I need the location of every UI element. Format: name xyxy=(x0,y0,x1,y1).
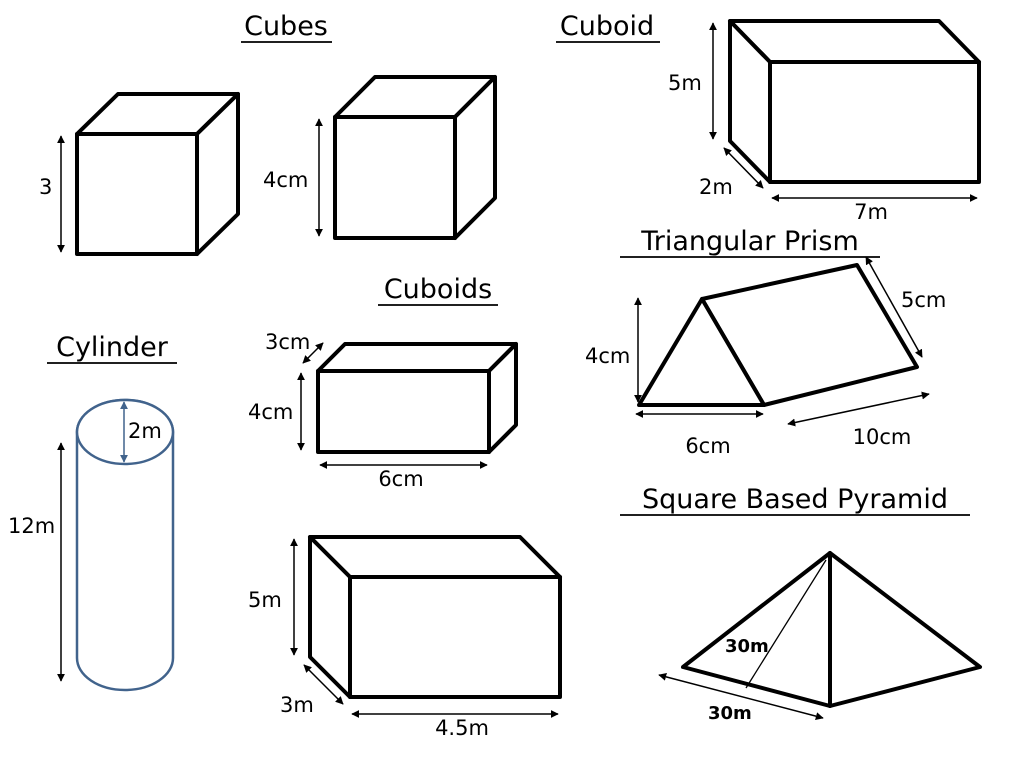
cuboid-top xyxy=(728,19,981,184)
square-pyramid xyxy=(681,551,982,708)
cylinder-height-label: 12m xyxy=(8,514,55,538)
cube-small-side-label: 3 xyxy=(39,175,52,199)
heading-cylinder: Cylinder xyxy=(47,332,177,364)
cylinder-radius-label: 2m xyxy=(128,419,162,443)
cuboid-top-depth-arrow xyxy=(723,147,764,189)
svg-text:Triangular Prism: Triangular Prism xyxy=(640,226,859,257)
svg-text:Square Based Pyramid: Square Based Pyramid xyxy=(642,484,948,515)
cuboid-top-depth-label: 2m xyxy=(699,175,733,199)
cuboid-top-height-label: 5m xyxy=(668,71,702,95)
cuboid-mid-depth-arrow xyxy=(302,342,324,364)
cuboid-low-height-label: 5m xyxy=(248,588,282,612)
triangular-prism xyxy=(637,263,919,407)
svg-text:Cubes: Cubes xyxy=(244,11,328,42)
prism-slant-arrow xyxy=(865,256,923,358)
heading-triangular-prism: Triangular Prism xyxy=(620,226,880,258)
cuboid-low-depth-label: 3m xyxy=(280,693,314,717)
heading-cuboid: Cuboid xyxy=(556,11,660,43)
cuboid-mid-depth-label: 3cm xyxy=(265,330,310,354)
cuboid-mid xyxy=(316,342,518,454)
cube-large xyxy=(333,75,497,240)
pyramid-base-label: 30m xyxy=(708,703,752,724)
prism-base-label: 6cm xyxy=(685,434,730,458)
pyramid-base-arrow xyxy=(658,672,824,721)
heading-square-based-pyramid: Square Based Pyramid xyxy=(620,484,970,516)
pyramid-slant-line xyxy=(745,559,827,689)
cuboid-low-length-label: 4.5m xyxy=(435,716,489,740)
svg-text:Cuboids: Cuboids xyxy=(384,274,492,305)
cuboid-top-length-label: 7m xyxy=(854,200,888,224)
cube-large-side-label: 4cm xyxy=(263,168,308,192)
pyramid-slant-label: 30m xyxy=(725,636,769,657)
cuboid-low xyxy=(308,535,562,699)
prism-length-label: 10cm xyxy=(853,425,912,449)
svg-text:Cylinder: Cylinder xyxy=(56,332,169,363)
cuboid-mid-length-label: 6cm xyxy=(378,467,423,491)
prism-height-label: 4cm xyxy=(585,344,630,368)
cylinder-shape xyxy=(75,398,175,692)
heading-cubes: Cubes xyxy=(241,11,332,43)
svg-text:Cuboid: Cuboid xyxy=(560,11,654,42)
cube-small xyxy=(75,92,240,256)
prism-length-arrow xyxy=(787,391,930,427)
cuboid-mid-height-label: 4cm xyxy=(248,400,293,424)
prism-slant-label: 5cm xyxy=(901,288,946,312)
heading-cuboids: Cuboids xyxy=(378,274,498,306)
cuboid-low-depth-arrow xyxy=(303,664,344,705)
